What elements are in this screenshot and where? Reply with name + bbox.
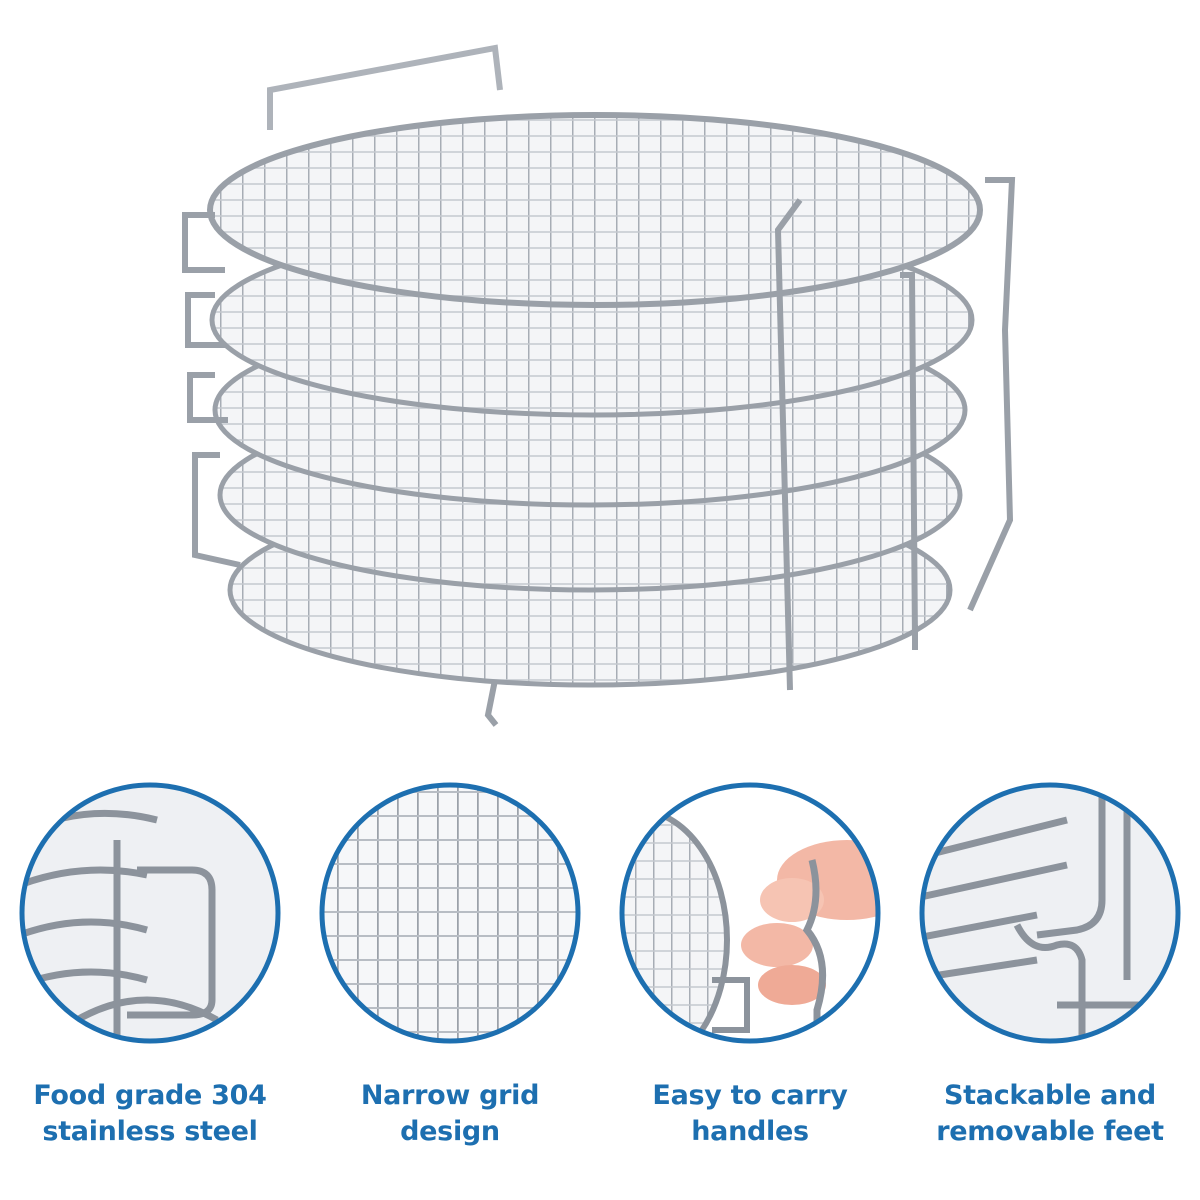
feet-closeup-icon <box>917 780 1183 1046</box>
caption-line-2: removable feet <box>936 1116 1164 1147</box>
handle-closeup-icon <box>17 780 283 1046</box>
caption-line-1: Narrow grid <box>360 1080 540 1111</box>
grid-closeup-icon <box>317 780 583 1046</box>
feature-caption: Easy to carry handles <box>600 1078 900 1150</box>
feature-caption: Food grade 304 stainless steel <box>0 1078 300 1150</box>
feature-row: Food grade 304 stainless steel <box>0 770 1200 1190</box>
rack-stack-illustration <box>182 44 1016 727</box>
carry-handle-icon <box>617 780 883 1046</box>
feature-caption: Stackable and removable feet <box>900 1078 1200 1150</box>
rack-feet <box>484 625 918 727</box>
caption-line-2: stainless steel <box>42 1116 258 1147</box>
rack-level-1 <box>207 112 983 308</box>
product-image-stacked-racks <box>182 44 1016 727</box>
caption-line-1: Food grade 304 <box>33 1080 267 1111</box>
feature-carry-handles: Easy to carry handles <box>600 770 900 1190</box>
feature-stackable-feet: Stackable and removable feet <box>900 770 1200 1190</box>
caption-line-1: Easy to carry <box>652 1080 848 1111</box>
left-side-handles <box>182 212 241 568</box>
caption-line-2: design <box>400 1116 500 1147</box>
top-handle <box>267 44 503 130</box>
caption-line-2: handles <box>691 1116 809 1147</box>
feature-caption: Narrow grid design <box>300 1078 600 1150</box>
caption-line-1: Stackable and <box>944 1080 1156 1111</box>
feature-narrow-grid: Narrow grid design <box>300 770 600 1190</box>
right-side-supports <box>774 177 1016 691</box>
feature-food-grade: Food grade 304 stainless steel <box>0 770 300 1190</box>
